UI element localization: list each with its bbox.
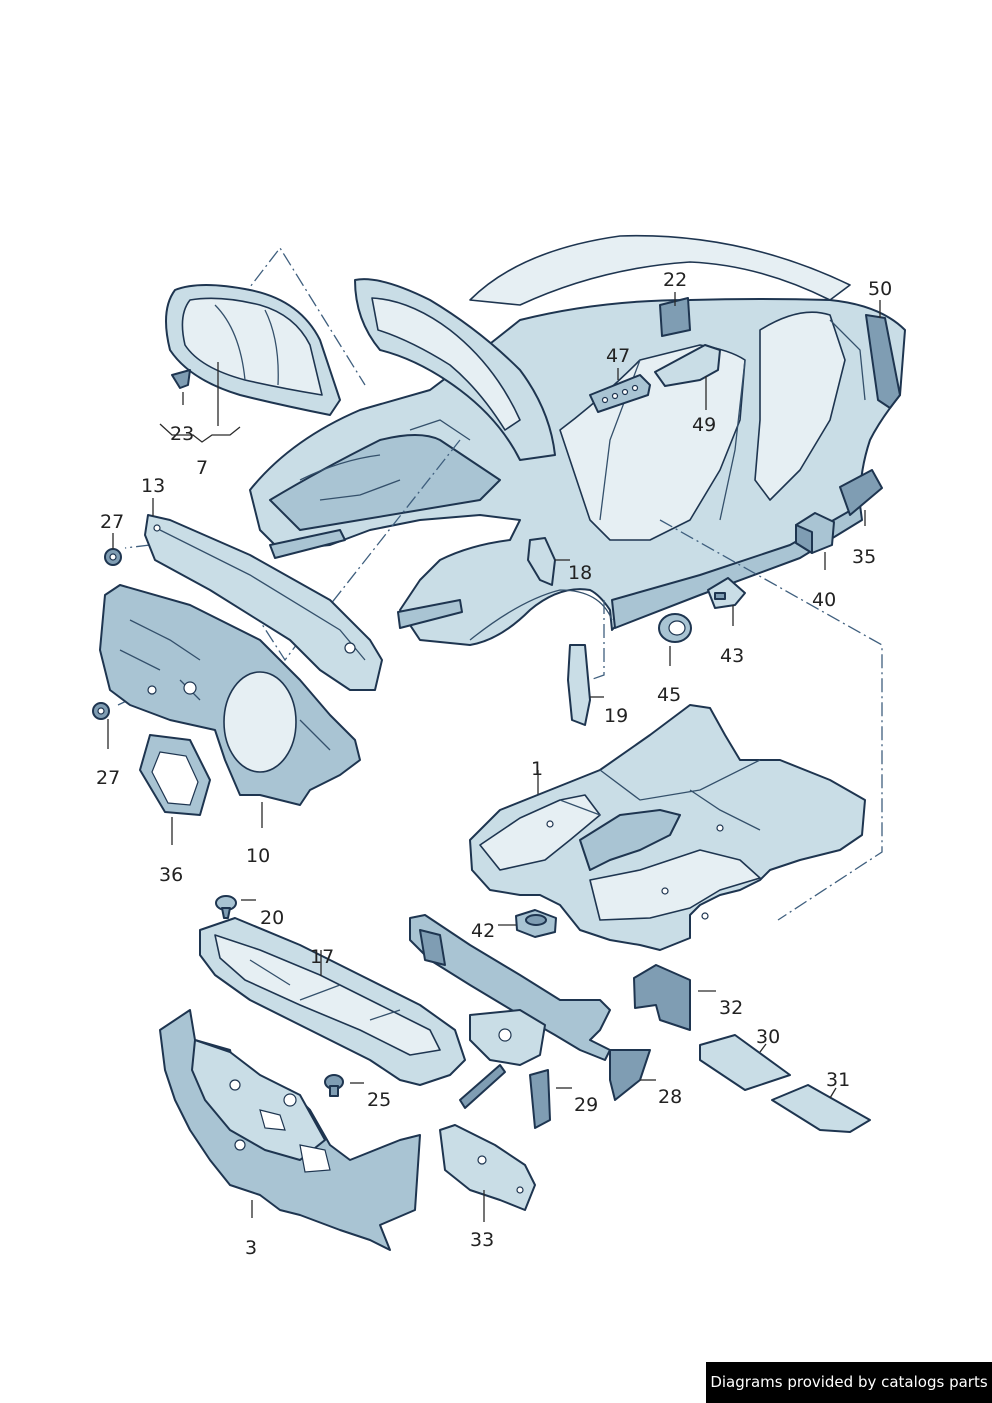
part-20-clip xyxy=(215,895,237,919)
callout-28: 28 xyxy=(658,1086,682,1108)
part-1-floor-carpet xyxy=(469,704,866,951)
cross-car-beam xyxy=(409,914,651,1109)
callout-19: 19 xyxy=(604,705,628,727)
callout-29: 29 xyxy=(574,1094,598,1116)
callout-32: 32 xyxy=(719,997,743,1019)
callout-22: 22 xyxy=(663,269,687,291)
callout-17: 17 xyxy=(310,946,334,968)
part-17-dash-insulation xyxy=(199,917,466,1086)
callout-7: 7 xyxy=(196,457,208,479)
callout-33: 33 xyxy=(470,1229,494,1251)
part-30-pad xyxy=(699,1034,791,1091)
callout-42: 42 xyxy=(471,920,495,942)
car-body-shell xyxy=(249,234,906,646)
part-50-panel xyxy=(865,314,901,409)
callout-3: 3 xyxy=(245,1237,257,1259)
part-25-plug xyxy=(324,1074,344,1097)
callout-50: 50 xyxy=(868,278,892,300)
part-33-pad xyxy=(439,1124,536,1211)
callout-13: 13 xyxy=(141,475,165,497)
part-18-pad xyxy=(527,537,556,586)
callout-27-lower: 27 xyxy=(96,767,120,789)
callout-30: 30 xyxy=(756,1026,780,1048)
callout-36: 36 xyxy=(159,864,183,886)
part-43-bracket xyxy=(707,577,746,609)
callout-18: 18 xyxy=(568,562,592,584)
grommet-27-lower xyxy=(92,702,110,720)
part-22-pad xyxy=(659,297,691,337)
callout-40: 40 xyxy=(812,589,836,611)
part-47-strip xyxy=(589,374,651,413)
callout-10: 10 xyxy=(246,845,270,867)
part-42-mount xyxy=(515,909,557,938)
callout-31: 31 xyxy=(826,1069,850,1091)
callout-23: 23 xyxy=(170,423,194,445)
part-40-foam-block xyxy=(795,512,835,554)
part-10-bulkhead-insulation xyxy=(99,584,361,806)
part-45-ring xyxy=(658,613,692,643)
callout-27-upper: 27 xyxy=(100,511,124,533)
grommet-27-upper xyxy=(104,548,122,566)
callout-35: 35 xyxy=(852,546,876,568)
part-49-block xyxy=(654,344,721,387)
part-3-bulkhead-lower xyxy=(159,1009,421,1251)
callout-1: 1 xyxy=(531,758,543,780)
callout-43: 43 xyxy=(720,645,744,667)
part-32-pad xyxy=(633,964,691,1031)
callouts: 22 50 47 49 23 7 13 27 35 18 40 43 45 19… xyxy=(96,269,892,1259)
part-35-pad xyxy=(839,469,883,516)
callout-25: 25 xyxy=(367,1089,391,1111)
part-13-bulkhead-strip xyxy=(144,514,383,691)
leader-lines xyxy=(107,292,881,1222)
callout-45: 45 xyxy=(657,684,681,706)
part-29-pad xyxy=(529,1069,551,1129)
callout-47: 47 xyxy=(606,345,630,367)
credit-banner: Diagrams provided by catalogs parts xyxy=(706,1362,992,1403)
part-36-gasket xyxy=(139,734,211,816)
part-19-pillar-pad xyxy=(567,644,591,726)
callout-20: 20 xyxy=(260,907,284,929)
part-7-hood-insulation xyxy=(165,284,341,416)
part-31-pad xyxy=(771,1084,871,1133)
callout-49: 49 xyxy=(692,414,716,436)
